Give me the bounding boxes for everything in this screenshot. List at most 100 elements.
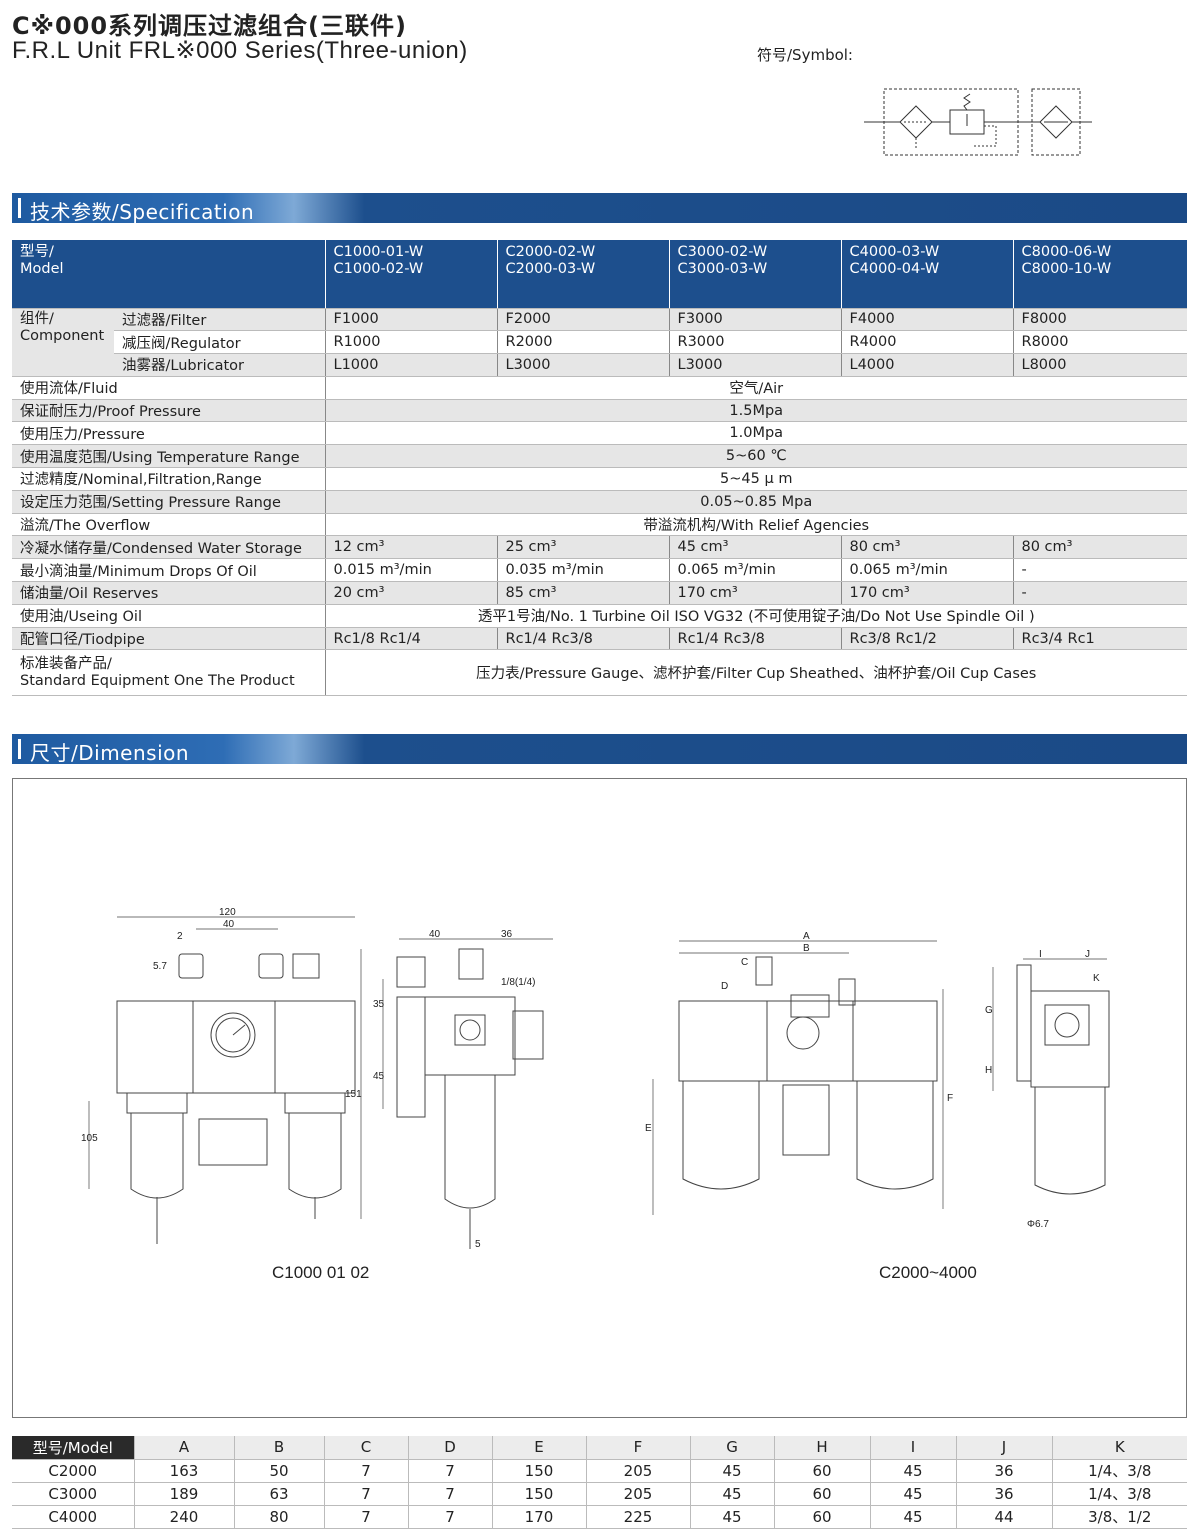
dim-label: D	[721, 981, 728, 992]
table-cell: Rc1/4 Rc3/8	[496, 627, 669, 651]
table-cell: 45	[689, 1505, 774, 1529]
column-header: G	[689, 1436, 774, 1460]
row-label: 使用流体/Fluid	[12, 376, 325, 400]
table-cell: 36	[955, 1459, 1052, 1483]
table-cell: 0.065 m³/min	[840, 558, 1013, 583]
row-label: 冷凝水储存量/Condensed Water Storage	[12, 535, 325, 560]
table-row: C4000 240 80 7 7 170 225 45 60 45 44 3/8…	[12, 1505, 1187, 1529]
table-cell: 60	[773, 1505, 870, 1529]
dim-label: 36	[501, 929, 513, 940]
table-cell: R3000	[668, 330, 841, 355]
table-cell: F8000	[1012, 308, 1187, 332]
row-label: 保证耐压力/Proof Pressure	[12, 399, 325, 423]
column-header: B	[233, 1436, 324, 1460]
table-cell: 63	[233, 1482, 324, 1506]
dim-label: J	[1085, 949, 1090, 960]
row-value: 0.05~0.85 Mpa	[324, 490, 1187, 514]
row-label: 过滤精度/Nominal,Filtration,Range	[12, 467, 325, 491]
table-cell: 60	[773, 1459, 870, 1483]
table-cell: 240	[133, 1505, 234, 1529]
table-cell: F3000	[668, 308, 841, 332]
dimension-section-title: 尺寸/Dimension	[30, 741, 190, 765]
dim-label: H	[985, 1065, 992, 1076]
column-header: A	[133, 1436, 234, 1460]
drawing-labels: 120 40 2 5.7 105 151 40 36 1/8(1/4) 35 4…	[81, 907, 1100, 1250]
table-cell: 170 cm³	[840, 581, 1013, 605]
table-cell: 163	[133, 1459, 234, 1483]
table-cell: 1/4、3/8	[1051, 1482, 1187, 1506]
column-header: J	[955, 1436, 1052, 1460]
spec-section-header: 技术参数/Specification	[12, 193, 1187, 224]
component-name: 油雾器/Lubricator	[114, 353, 325, 377]
model-name: C3000-03-W	[677, 261, 768, 277]
table-cell: -	[1012, 581, 1187, 605]
table-row: C2000 163 50 7 7 150 205 45 60 45 36 1/4…	[12, 1459, 1187, 1483]
dim-label: I	[1039, 949, 1042, 960]
table-cell: 170 cm³	[668, 581, 841, 605]
model-name: C4000-03-W	[849, 244, 940, 260]
dim-label: E	[645, 1123, 652, 1134]
caption-c1000: C1000 01 02	[272, 1263, 370, 1282]
table-cell: C4000	[12, 1505, 134, 1529]
c1000-front-view	[88, 916, 362, 1244]
table-cell: 7	[323, 1505, 408, 1529]
component-label-en: Component	[20, 327, 105, 344]
model-name: C8000-06-W	[1021, 244, 1112, 260]
table-cell: 45 cm³	[668, 535, 841, 560]
dim-label: F	[947, 1093, 953, 1104]
dimension-drawing-frame: 120 40 2 5.7 105 151 40 36 1/8(1/4) 35 4…	[12, 778, 1187, 1418]
table-cell: R8000	[1012, 330, 1187, 355]
table-cell: 150	[491, 1459, 586, 1483]
c1000-side-view	[382, 938, 553, 1249]
table-cell: 36	[955, 1482, 1052, 1506]
dim-label: 151	[345, 1089, 362, 1100]
dim-label: 40	[429, 929, 441, 940]
table-cell: 45	[689, 1482, 774, 1506]
dim-label: A	[803, 931, 810, 942]
row-label: 标准装备产品/Standard Equipment One The Produc…	[12, 649, 325, 697]
model-name: C2000-03-W	[505, 261, 596, 277]
spec-row: 标准装备产品/Standard Equipment One The Produc…	[12, 649, 1187, 697]
model-name: C3000-02-W	[677, 244, 768, 260]
page-title-en: F.R.L Unit FRL※000 Series(Three-union)	[12, 37, 468, 64]
dim-label: 2	[177, 931, 183, 942]
table-row: C3000 189 63 7 7 150 205 45 60 45 36 1/4…	[12, 1482, 1187, 1506]
column-header: F	[585, 1436, 690, 1460]
row-value: 透平1号油/No. 1 Turbine Oil ISO VG32 (不可使用锭子…	[324, 604, 1187, 628]
column-header: I	[869, 1436, 956, 1460]
table-cell: 170	[491, 1505, 586, 1529]
table-cell: 189	[133, 1482, 234, 1506]
dimension-section-header: 尺寸/Dimension	[12, 734, 1187, 765]
row-label: 设定压力范围/Setting Pressure Range	[12, 490, 325, 514]
table-cell: 7	[407, 1482, 492, 1506]
model-label-en: Model	[20, 261, 64, 277]
column-header: C	[323, 1436, 408, 1460]
table-cell: -	[1012, 558, 1187, 583]
dimension-table-header: 型号/Model A B C D E F G H I J K	[12, 1436, 1187, 1460]
column-header: H	[773, 1436, 870, 1460]
row-value: 压力表/Pressure Gauge、滤杯护套/Filter Cup Sheat…	[324, 649, 1187, 697]
table-cell: 0.015 m³/min	[324, 558, 497, 583]
spec-section-title: 技术参数/Specification	[30, 200, 255, 224]
dim-label: B	[803, 943, 810, 954]
equip-label: 标准装备产品/	[20, 655, 112, 672]
dim-label: K	[1093, 973, 1100, 984]
row-label: 使用压力/Pressure	[12, 421, 325, 446]
dimension-table: 型号/Model A B C D E F G H I J K C2000 163…	[12, 1436, 1187, 1529]
dim-label: 105	[81, 1133, 98, 1144]
row-label: 配管口径/Tiodpipe	[12, 627, 325, 651]
dim-label: 120	[219, 907, 236, 918]
table-cell: 45	[869, 1459, 956, 1483]
dim-label: C	[741, 957, 748, 968]
table-cell: 0.065 m³/min	[668, 558, 841, 583]
table-cell: 80 cm³	[1012, 535, 1187, 560]
table-cell: F1000	[324, 308, 497, 332]
spec-row: 配管口径/Tiodpipe Rc1/8 Rc1/4 Rc1/4 Rc3/8 Rc…	[12, 627, 1187, 651]
table-cell: 45	[869, 1505, 956, 1529]
row-label: 使用温度范围/Using Temperature Range	[12, 444, 325, 469]
